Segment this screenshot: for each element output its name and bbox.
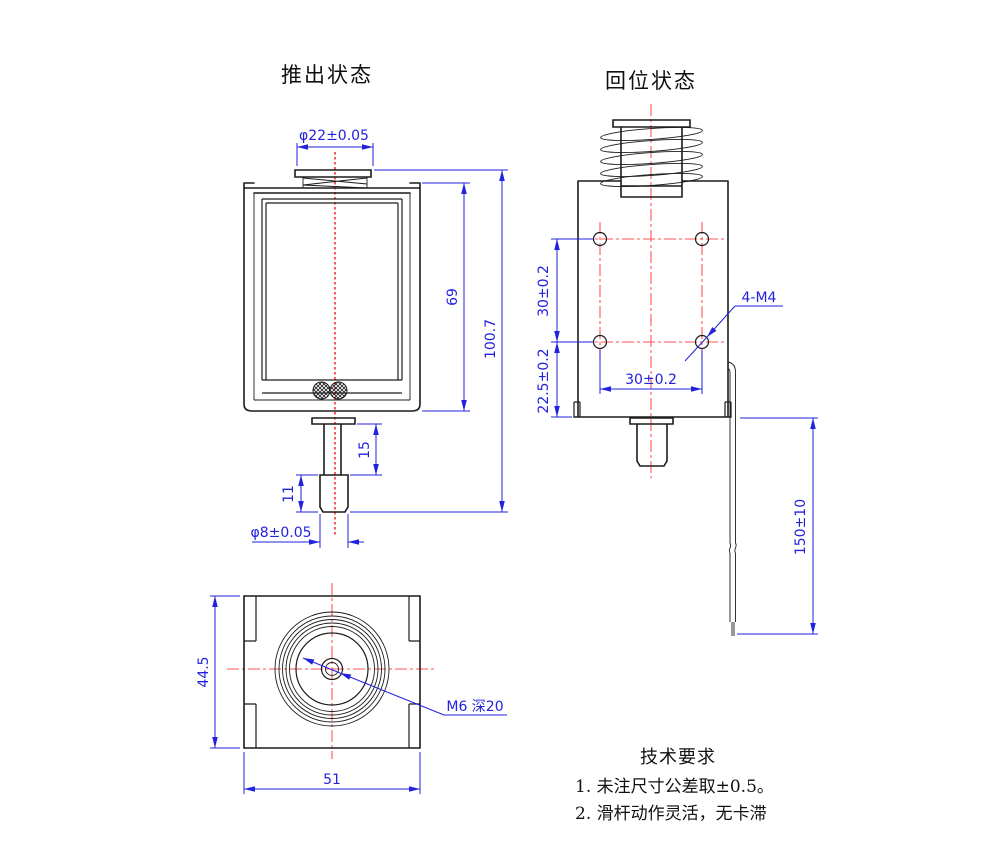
- title-return-state: 回位状态: [605, 69, 697, 93]
- callout-mount-holes-text: 4-M4: [742, 290, 777, 306]
- side-hole-centerlines: [580, 222, 724, 360]
- bottom-thread-minor: [325, 662, 339, 676]
- dim-hole-pitch-vertical-text: 30±0.2: [536, 265, 552, 317]
- dim-hole-pitch-vertical: 30±0.2: [536, 238, 593, 418]
- dim-body-height-text: 69: [445, 288, 461, 306]
- dim-tip-length-text: 11: [281, 485, 297, 503]
- dim-hole-pitch-horizontal-text: 30±0.2: [625, 372, 677, 388]
- side-lead-wire: [727, 361, 737, 636]
- bottom-outline: [243, 595, 421, 749]
- side-plunger-tube: [620, 126, 683, 198]
- front-lead-section-right: [329, 381, 348, 400]
- front-body-inner-shell: [253, 193, 411, 401]
- dim-depth-text: 44.5: [196, 656, 212, 687]
- technical-requirements: 技术要求 1. 未注尺寸公差取±0.5。 2. 滑杆动作灵活，无卡滞: [575, 747, 774, 824]
- callout-center-thread: M6 深20: [302, 657, 507, 716]
- dim-total-height-text: 100.7: [483, 319, 499, 359]
- dim-total-height: 100.7: [350, 169, 508, 513]
- dim-lead-length-text: 150±10: [793, 499, 809, 555]
- tech-requirement-1: 1. 未注尺寸公差取±0.5。: [575, 777, 774, 797]
- side-cap: [612, 119, 691, 128]
- bottom-corner-tabs: [244, 596, 420, 748]
- side-body-outline: [573, 180, 732, 418]
- dim-hole-offset-bottom: 22.5±0.2: [536, 342, 560, 417]
- callout-mount-holes: 4-M4: [684, 290, 783, 362]
- side-mount-feet: [573, 401, 732, 417]
- front-view-pushed: φ22±0.05 69 100.7 15 11: [243, 128, 508, 548]
- dim-tip-length: 11: [281, 474, 318, 513]
- side-view-return: 30±0.2 22.5±0.2 30±0.2 4-M4 150±10: [536, 104, 818, 636]
- dim-tip-diameter-text: φ8±0.05: [250, 525, 311, 541]
- bottom-core-circle: [295, 632, 369, 706]
- callout-center-thread-text: M6 深20: [446, 699, 503, 715]
- bottom-coil-rings: [274, 611, 390, 727]
- dim-body-height: 69: [422, 182, 470, 412]
- bottom-centerlines: [227, 583, 437, 759]
- side-spring-extended: [600, 127, 703, 187]
- dim-hole-offset-bottom-text: 22.5±0.2: [536, 348, 552, 413]
- dim-width-text: 51: [323, 772, 341, 788]
- dim-width: 51: [243, 752, 421, 794]
- tech-requirements-title: 技术要求: [640, 747, 716, 768]
- side-plunger-stub: [629, 417, 674, 467]
- dim-rod-length: 15: [350, 423, 382, 476]
- dim-hole-pitch-horizontal: 30±0.2: [599, 350, 703, 394]
- front-spring-compressed: [302, 177, 368, 189]
- front-body-outline: [243, 182, 421, 412]
- side-mount-holes: [592, 231, 710, 350]
- dim-rod-length-text: 15: [357, 441, 373, 459]
- dim-depth: 44.5: [196, 595, 240, 749]
- title-pushed-state: 推出状态: [281, 63, 373, 87]
- front-coil-window: [261, 198, 403, 394]
- dim-cap-diameter: φ22±0.05: [296, 128, 374, 166]
- front-cap: [294, 169, 372, 178]
- tech-requirement-2: 2. 滑杆动作灵活，无卡滞: [575, 804, 767, 824]
- bottom-view: 44.5 51 M6 深20: [196, 583, 507, 794]
- bottom-thread-major: [320, 657, 344, 681]
- front-plunger: [311, 417, 356, 513]
- dim-cap-diameter-text: φ22±0.05: [299, 128, 369, 144]
- dim-tip-diameter: φ8±0.05: [250, 514, 364, 548]
- front-lead-section-left: [312, 381, 331, 400]
- dim-lead-length: 150±10: [737, 417, 818, 635]
